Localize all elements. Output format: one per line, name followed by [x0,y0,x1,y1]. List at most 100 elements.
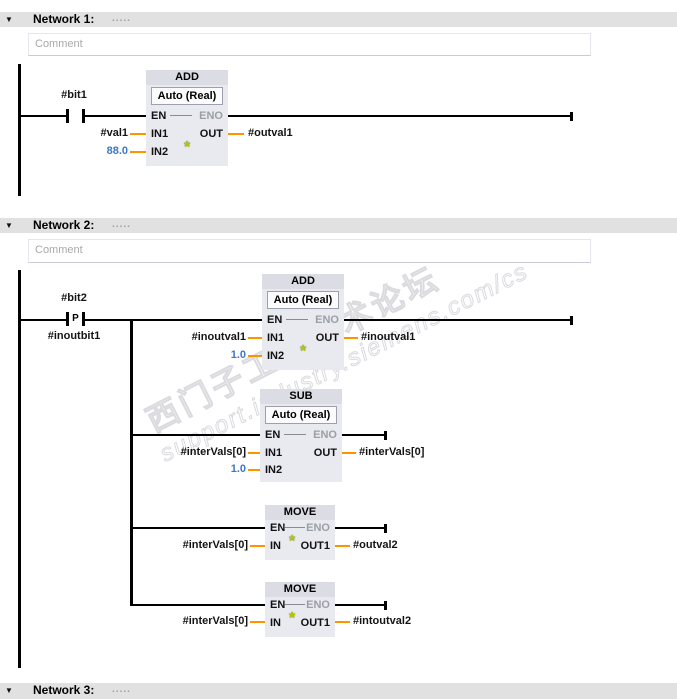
pin-in1: IN1 [265,447,283,459]
pin-in2: IN2 [267,350,285,362]
pin-out: OUT [313,447,337,459]
operand-in2-constant[interactable]: 1.0 [230,349,246,361]
data-wire [248,469,260,471]
operand-out[interactable]: #inoutval1 [361,331,416,343]
pin-eno: ENO [313,429,337,441]
pin-in2: IN2 [151,146,169,158]
add-block[interactable]: ADD Auto (Real) EN ENO IN1 OUT IN2 * [146,70,228,166]
data-wire [335,545,350,547]
network-1-header[interactable]: ▼ Network 1: ..... [0,12,677,27]
pin-eno: ENO [199,110,223,122]
wire [85,319,262,321]
network-2-header[interactable]: ▼ Network 2: ..... [0,218,677,233]
operand-in1[interactable]: #inoutval1 [191,331,246,343]
network-3-header[interactable]: ▼ Network 3: ..... [0,683,677,699]
pin-en: EN [265,429,281,441]
pin-eno: ENO [306,599,330,611]
network-1-comment-dots[interactable]: ..... [112,13,131,24]
pin-in: IN [270,540,281,552]
pin-in1: IN1 [151,128,169,140]
operand-out[interactable]: #outval1 [248,127,293,139]
wire [344,319,572,321]
data-wire [250,621,265,623]
en-eno-dash [286,319,308,320]
wire [335,527,386,529]
pin-out: OUT [315,332,339,344]
p-contact-left-bar[interactable] [66,312,69,326]
pin-in1: IN1 [267,332,285,344]
move-block[interactable]: MOVE EN ENO IN * OUT1 [265,505,335,560]
data-wire [342,452,356,454]
star-icon[interactable]: * [184,139,191,156]
operand-in2-constant[interactable]: 88.0 [106,145,128,157]
branch-wire [130,319,133,606]
operand-in1[interactable]: #interVals[0] [180,446,246,458]
wire-end-tick [384,601,387,610]
collapse-triangle-icon[interactable]: ▼ [5,15,13,24]
pin-in: IN [270,617,281,629]
network-3-title: Network 3: [33,683,95,697]
contact-right-bar[interactable] [82,109,85,123]
operand-in[interactable]: #interVals[0] [182,539,248,551]
power-rail [18,64,21,196]
block-title: MOVE [265,505,335,520]
network-2-comment-box[interactable]: Comment [28,239,591,263]
pin-eno: ENO [306,522,330,534]
wire-end-tick [384,431,387,440]
star-icon[interactable]: * [289,533,296,550]
move-block[interactable]: MOVE EN ENO IN * OUT1 [265,582,335,637]
en-eno-dash [285,527,305,528]
operand-out[interactable]: #interVals[0] [359,446,425,458]
wire [85,115,146,117]
data-wire [248,452,260,454]
network-1-comment-box[interactable]: Comment [28,33,591,56]
operand-in2-constant[interactable]: 1.0 [230,463,246,475]
pin-out1: OUT1 [300,617,330,629]
block-title: ADD [146,70,228,85]
collapse-triangle-icon[interactable]: ▼ [5,686,13,695]
network-3-comment-dots[interactable]: ..... [112,684,131,695]
contact-operand-top[interactable]: #bit2 [61,292,87,304]
pin-in2: IN2 [265,464,283,476]
wire-end-tick [570,112,573,121]
star-icon[interactable]: * [300,343,307,360]
contact-operand[interactable]: #bit1 [61,89,87,101]
data-wire [344,337,358,339]
pin-out: OUT [199,128,223,140]
wire [20,115,68,117]
p-contact-letter[interactable]: P [72,313,79,324]
wire [130,527,265,529]
block-datatype-dropdown[interactable]: Auto (Real) [265,406,337,424]
sub-block[interactable]: SUB Auto (Real) EN ENO IN1 OUT IN2 [260,389,342,482]
wire [130,604,265,606]
data-wire [228,133,244,135]
add-block[interactable]: ADD Auto (Real) EN ENO IN1 OUT IN2 * [262,274,344,370]
contact-left-bar[interactable] [66,109,69,123]
block-title: ADD [262,274,344,289]
star-icon[interactable]: * [289,610,296,627]
contact-operand-bottom[interactable]: #inoutbit1 [47,330,101,342]
pin-en: EN [267,314,283,326]
block-datatype-dropdown[interactable]: Auto (Real) [151,87,223,105]
pin-eno: ENO [315,314,339,326]
en-eno-dash [285,604,305,605]
network-2-title: Network 2: [33,218,95,232]
operand-in[interactable]: #interVals[0] [182,615,248,627]
en-eno-dash [284,434,306,435]
wire [342,434,386,436]
operand-out1[interactable]: #outval2 [353,539,398,551]
pin-out1: OUT1 [300,540,330,552]
collapse-triangle-icon[interactable]: ▼ [5,221,13,230]
wire-end-tick [570,316,573,325]
wire [20,319,67,321]
data-wire [335,621,350,623]
operand-out1[interactable]: #intoutval2 [353,615,412,627]
pin-en: EN [270,522,286,534]
p-contact-right-bar[interactable] [82,312,85,326]
network-2-comment-dots[interactable]: ..... [112,219,131,230]
wire [335,604,386,606]
wire-end-tick [384,524,387,533]
operand-in1[interactable]: #val1 [100,127,128,139]
block-datatype-dropdown[interactable]: Auto (Real) [267,291,339,309]
